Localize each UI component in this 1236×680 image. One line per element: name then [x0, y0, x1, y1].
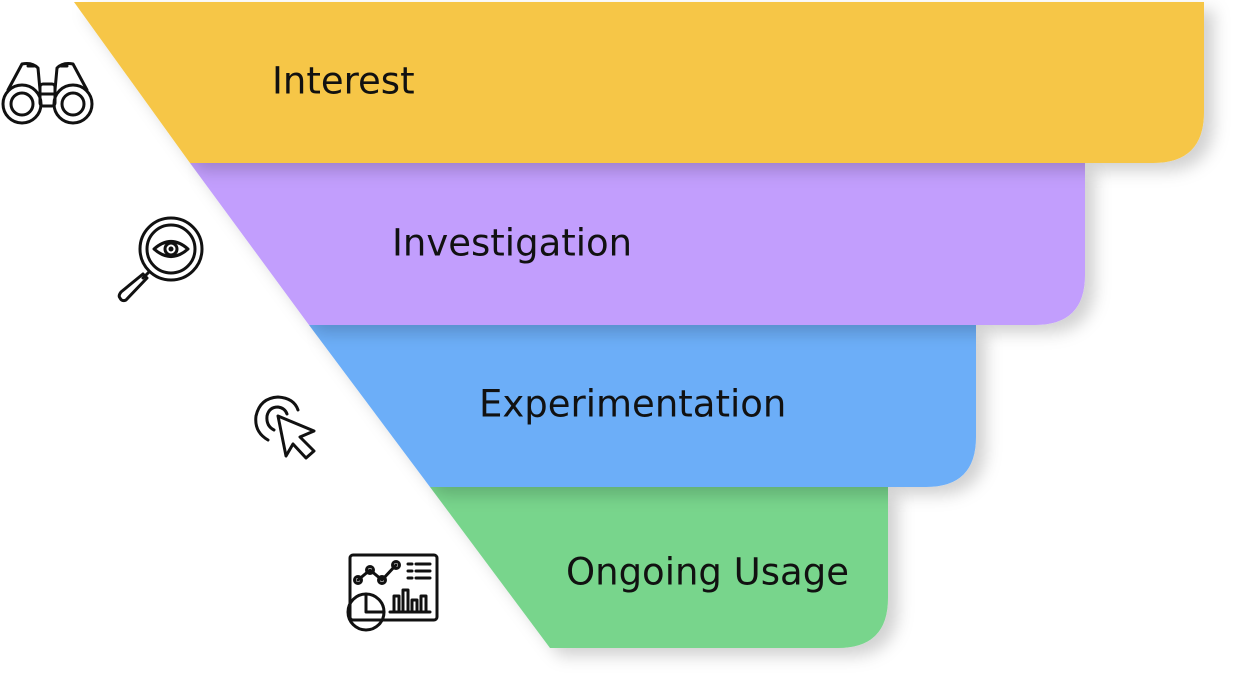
analytics-dashboard-icon: [346, 553, 439, 632]
funnel-band: [309, 325, 976, 487]
stage-label: Experimentation: [479, 383, 786, 426]
cursor-click-icon: [254, 395, 316, 460]
funnel-stage-ongoing-usage: Ongoing Usage: [430, 487, 888, 648]
binoculars-icon: [1, 62, 94, 125]
funnel-band: [190, 163, 1085, 325]
magnifier-eye-icon: [117, 216, 204, 303]
stage-label: Investigation: [392, 222, 632, 265]
funnel-stage-investigation: Investigation: [190, 163, 1085, 325]
stage-label: Interest: [272, 60, 415, 103]
funnel-band: [74, 2, 1204, 163]
funnel-band: [430, 487, 888, 648]
funnel-stage-experimentation: Experimentation: [309, 325, 976, 487]
funnel-stage-interest: Interest: [74, 2, 1204, 163]
stage-label: Ongoing Usage: [566, 551, 849, 594]
